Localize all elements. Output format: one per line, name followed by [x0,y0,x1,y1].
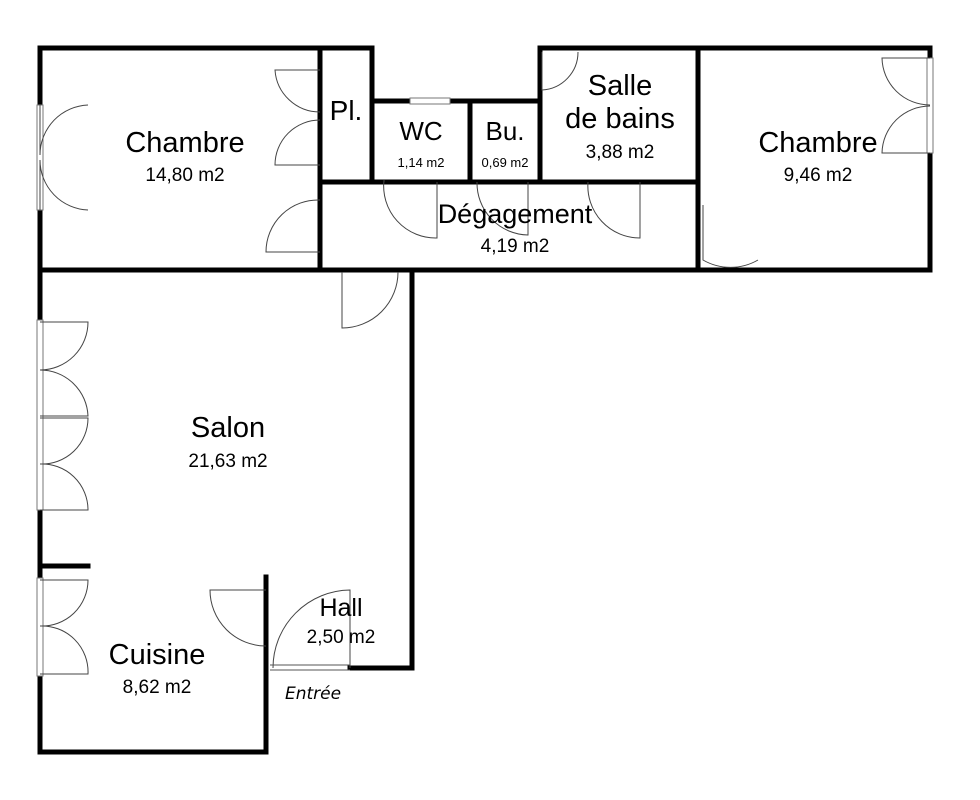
room-name-buanderie: Bu. [485,116,524,146]
room-area-degagement: 4,19 m2 [481,236,550,257]
room-area-cuisine: 8,62 m2 [123,677,192,698]
room-area-salon: 21,63 m2 [188,451,267,472]
room-area-buanderie: 0,69 m2 [482,155,529,170]
room-name-sdb-line2: de bains [565,103,675,135]
room-name-sdb-line1: Salle [588,70,653,102]
room-area-hall: 2,50 m2 [307,627,376,648]
room-name-wc: WC [399,116,442,146]
room-name-chambre2: Chambre [758,127,877,159]
doors [39,51,931,675]
room-area-chambre2: 9,46 m2 [784,165,853,186]
room-name-placard: Pl. [330,95,363,126]
room-area-sdb: 3,88 m2 [586,142,655,163]
room-name-hall: Hall [319,594,362,622]
room-area-chambre1: 14,80 m2 [145,165,224,186]
room-labels: Chambre 14,80 m2 Pl. WC 1,14 m2 Bu. 0,69… [109,70,878,704]
room-name-salon: Salon [191,412,265,444]
room-area-wc: 1,14 m2 [398,155,445,170]
room-name-degagement: Dégagement [438,199,593,229]
room-name-cuisine: Cuisine [109,639,206,671]
window-cuisine [36,577,44,677]
window-salon [36,319,44,511]
entrance-label: Entrée [285,684,341,704]
window-wc [409,97,451,105]
room-name-chambre1: Chambre [125,127,244,159]
